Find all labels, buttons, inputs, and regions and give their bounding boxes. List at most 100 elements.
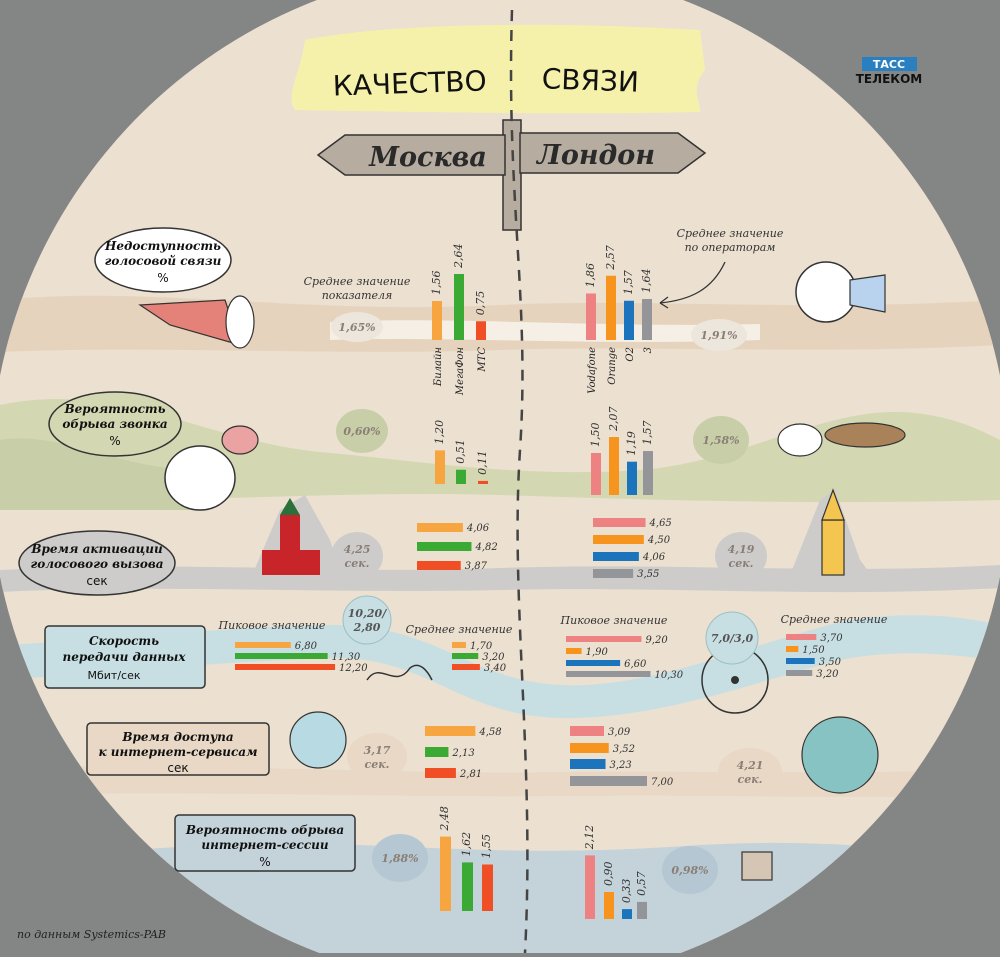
label-1-line-2: голосовой связи	[105, 254, 222, 268]
s1-moscow-value-2: 0,75	[474, 291, 487, 316]
s6-moscow-average-text-0: 1,88%	[381, 852, 418, 865]
s6-london-bar-2	[622, 909, 632, 919]
s4-moscow-peak-bar-1	[235, 653, 328, 659]
s4-moscow-peak-caption: Пиковое значение	[218, 619, 326, 632]
kremlin-illustration	[262, 498, 320, 575]
s2-london-value-2: 1,19	[625, 431, 638, 456]
title-right: СВЯЗИ	[541, 62, 639, 98]
s4-moscow-average-bubble	[342, 595, 392, 645]
s4-london-average-bubble	[705, 611, 759, 665]
s6-london-bar-3	[637, 901, 647, 919]
s5-moscow-value-0: 4,58	[478, 727, 501, 738]
s3-moscow-average-blob	[331, 532, 383, 580]
s4-moscow-average-line-0: 10,20/	[348, 607, 387, 620]
s2-london-bar-3	[643, 451, 653, 495]
s2-london-average-text-0: 1,58%	[702, 434, 739, 447]
label-4-line-2: передачи данных	[63, 650, 187, 664]
label-1-unit: %	[157, 271, 168, 285]
s5-london-value-2: 3,23	[610, 760, 632, 771]
s1-moscow-bar-0	[432, 301, 442, 340]
label-2-line-1: Вероятность	[63, 402, 165, 416]
s4-moscow-peak-bar-2	[235, 664, 336, 670]
s1-london-operator-0: Vodafone	[587, 347, 598, 394]
s5-moscow-value-1: 2,13	[451, 748, 474, 759]
cow-illustration	[164, 425, 259, 511]
s4-london-avg-caption: Среднее значение	[781, 613, 888, 626]
s3-london-bar-1	[593, 535, 644, 544]
s3-moscow-value-1: 4,82	[474, 542, 497, 553]
s3-london-value-0: 4,65	[649, 518, 672, 529]
s4-london-peak-value-1: 1,90	[586, 647, 609, 658]
s1-london-bar-1	[606, 275, 616, 340]
s2-moscow-average-blob	[336, 409, 388, 453]
s5-moscow-value-2: 2,81	[459, 769, 482, 780]
title-banner	[291, 24, 705, 114]
label-4-unit: Мбит/сек	[88, 669, 141, 682]
s2-moscow-average-text-0: 0,60%	[343, 425, 380, 438]
logo-top-text: ТАСС	[873, 58, 905, 71]
s5-london-average-blob	[718, 748, 782, 796]
source-note: по данным Systemics-PAB	[17, 928, 167, 941]
label-2-unit: %	[109, 434, 120, 448]
sign-london-text: Лондон	[535, 140, 655, 171]
s5-moscow-bar-0	[425, 726, 476, 736]
label-6-line-1: Вероятность обрыва	[185, 823, 344, 837]
s4-london-avg-bar-1	[786, 646, 799, 652]
sign-moscow-text: Москва	[368, 142, 487, 173]
s5-london-average-text-0: 4,21	[737, 759, 764, 772]
label-6-unit: %	[259, 855, 270, 869]
s3-london-bar-2	[593, 552, 639, 561]
label-2-line-2: обрыва звонка	[62, 417, 167, 431]
s5-london-value-3: 7,00	[651, 777, 674, 788]
s2-london-value-3: 1,57	[641, 421, 654, 446]
s1-london-value-2: 1,57	[622, 270, 635, 295]
s3-moscow-average-text-0: 4,25	[344, 543, 371, 556]
s2-london-bar-1	[609, 437, 619, 495]
title-left: КАЧЕСТВО	[332, 64, 487, 102]
s1-london-bar-0	[586, 293, 596, 340]
label-box-4: Скорость передачи данных Мбит/сек	[44, 625, 206, 689]
s3-london-average-text-0: 4,19	[728, 543, 755, 556]
s5-london-bar-2	[570, 759, 606, 769]
s4-london-avg-bar-2	[786, 658, 815, 664]
s1-moscow-bar-2	[476, 321, 486, 340]
s5-london-bar-1	[570, 743, 609, 753]
s6-london-bar-1	[604, 892, 614, 919]
s1-london-operator-2: O2	[625, 347, 636, 362]
s4-london-peak-value-2: 6,60	[624, 659, 647, 670]
label-bubble-3: Время активации голосового вызова сек	[18, 530, 176, 596]
label-5-line-1: Время доступа	[121, 730, 233, 744]
s1-moscow-bar-1	[454, 274, 464, 340]
s5-london-average-text-1: сек.	[738, 773, 763, 786]
annotation-operators-line-1: Среднее значение	[677, 227, 784, 240]
s4-moscow-peak-value-2: 12,20	[339, 663, 368, 674]
annotation-average-line-2: показателя	[322, 289, 393, 302]
rollercoaster-illustration	[366, 664, 433, 681]
sign-moscow	[316, 134, 506, 176]
dog-illustration	[777, 422, 906, 457]
s4-moscow-peak-bar-0	[235, 642, 291, 648]
s5-london-bar-0	[570, 726, 604, 736]
s1-london-value-0: 1,86	[584, 263, 597, 288]
s4-london-avg-value-0: 3,70	[820, 633, 843, 644]
s4-moscow-avg-value-1: 3,20	[482, 652, 505, 663]
annotation-average-line-1: Среднее значение	[304, 275, 411, 288]
logo-bottom-text: ТЕЛЕКОМ	[856, 72, 923, 86]
s2-london-bar-2	[627, 461, 637, 495]
globe-illustration	[289, 711, 347, 769]
s2-moscow-value-0: 1,20	[433, 420, 446, 445]
s4-moscow-average-line-1: 2,80	[353, 621, 381, 634]
s4-moscow-avg-bar-0	[452, 642, 466, 648]
chart-marks: 1,56Билайн2,64МегаФон0,75МТС1,86Vodafone…	[218, 244, 888, 919]
s4-moscow-peak-value-0: 6,80	[295, 641, 318, 652]
s1-london-operator-1: Orange	[607, 347, 618, 385]
label-box-6: Вероятность обрыва интернет-сессии %	[174, 814, 356, 872]
s6-moscow-value-0: 2,48	[438, 806, 451, 832]
s6-london-value-3: 0,57	[635, 871, 648, 896]
label-5-line-2: к интернет-сервисам	[99, 745, 258, 759]
s1-moscow-value-1: 2,64	[452, 244, 465, 270]
label-4-line-1: Скорость	[89, 634, 159, 648]
s2-moscow-bar-1	[456, 469, 466, 484]
